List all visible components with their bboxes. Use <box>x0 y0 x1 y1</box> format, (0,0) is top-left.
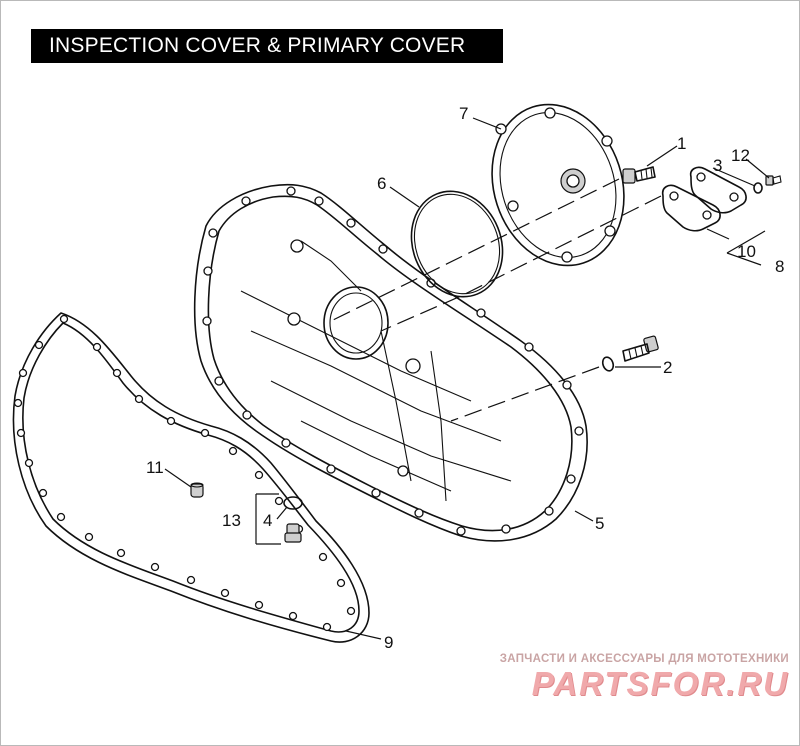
callout-5: 5 <box>595 514 604 533</box>
bolt-hole <box>59 314 69 324</box>
plug <box>190 482 204 498</box>
drain-plug-o-ring <box>283 496 303 510</box>
callout-12: 12 <box>731 146 750 165</box>
bolt-hole <box>288 611 298 621</box>
callout-6: 6 <box>377 174 386 193</box>
callout-10: 10 <box>737 242 756 261</box>
bolt-hole <box>281 438 291 448</box>
inspection-cover <box>491 103 625 267</box>
bolt-hole <box>112 368 122 378</box>
mounting-plate <box>661 166 747 232</box>
bolt-hole <box>254 600 264 610</box>
bolt-hole <box>371 488 381 498</box>
bolt-hole <box>322 622 332 632</box>
bolt-hole <box>456 526 466 536</box>
small-screw <box>765 175 782 186</box>
bolt-hole <box>56 512 66 522</box>
bolt-hole <box>241 196 251 206</box>
bolt-hole <box>84 532 94 542</box>
bolt-hole <box>414 508 424 518</box>
bolt-hole <box>34 340 44 350</box>
bolt-hole <box>274 496 284 506</box>
callout-13: 13 <box>222 511 241 530</box>
bolt-hole <box>228 446 238 456</box>
bolt-hole <box>203 266 213 276</box>
bolt-hole <box>286 186 296 196</box>
bolt-hole <box>214 376 224 386</box>
bolt-hole <box>574 426 584 436</box>
cover-bolt <box>622 335 659 362</box>
bolt-hole <box>544 506 554 516</box>
callout-1: 1 <box>677 134 686 153</box>
bolt-hole <box>314 196 324 206</box>
bolt-hole <box>92 342 102 352</box>
bolt-hole <box>186 575 196 585</box>
bolt-hole <box>116 548 126 558</box>
bolt-hole <box>318 552 328 562</box>
bolt-hole <box>166 416 176 426</box>
page-title: INSPECTION COVER & PRIMARY COVER <box>31 29 503 63</box>
callout-2: 2 <box>663 358 672 377</box>
bolt-hole <box>220 588 230 598</box>
bolt-hole <box>566 474 576 484</box>
bolt-hole <box>476 308 486 318</box>
callout-9: 9 <box>384 633 393 652</box>
bolt-hole <box>150 562 160 572</box>
bolt-hole <box>254 470 264 480</box>
watermark-tagline: ЗАПЧАСТИ И АКСЕССУАРЫ ДЛЯ МОТОТЕХНИКИ <box>499 653 789 665</box>
bolt-hole <box>242 410 252 420</box>
bolt-washer <box>601 356 615 372</box>
bolt-hole <box>200 428 210 438</box>
callout-11: 11 <box>146 458 164 477</box>
bolt-hole <box>24 458 34 468</box>
primary-cover <box>193 183 588 542</box>
bolt-hole <box>501 524 511 534</box>
bolt-hole <box>208 228 218 238</box>
bolt-hole <box>13 398 23 408</box>
primary-cover-gasket <box>12 312 370 643</box>
o-ring-inner <box>413 193 501 295</box>
small-washer <box>753 182 763 194</box>
callout-4: 4 <box>263 511 272 530</box>
drain-plug <box>284 523 302 543</box>
callout-7: 7 <box>459 104 468 123</box>
bolt-hole <box>134 394 144 404</box>
bolt-hole <box>202 316 212 326</box>
bolt-hole <box>18 368 28 378</box>
watermark-logo: PARTSFOR.RU <box>531 665 789 702</box>
bolt-hole <box>38 488 48 498</box>
watermark: ЗАПЧАСТИ И АКСЕССУАРЫ ДЛЯ МОТОТЕХНИКИ PA… <box>489 653 789 703</box>
bolt-hole <box>326 464 336 474</box>
callout-3: 3 <box>713 156 722 175</box>
bolt-hole <box>346 606 356 616</box>
bolt-hole <box>524 342 534 352</box>
callout-8: 8 <box>775 257 784 276</box>
bolt-hole <box>562 380 572 390</box>
o-ring <box>410 190 504 298</box>
bolt-hole <box>346 218 356 228</box>
bolt-hole <box>378 244 388 254</box>
bolt-hole <box>336 578 346 588</box>
bolt-hole <box>16 428 26 438</box>
inspection-cover-screw <box>622 166 656 184</box>
